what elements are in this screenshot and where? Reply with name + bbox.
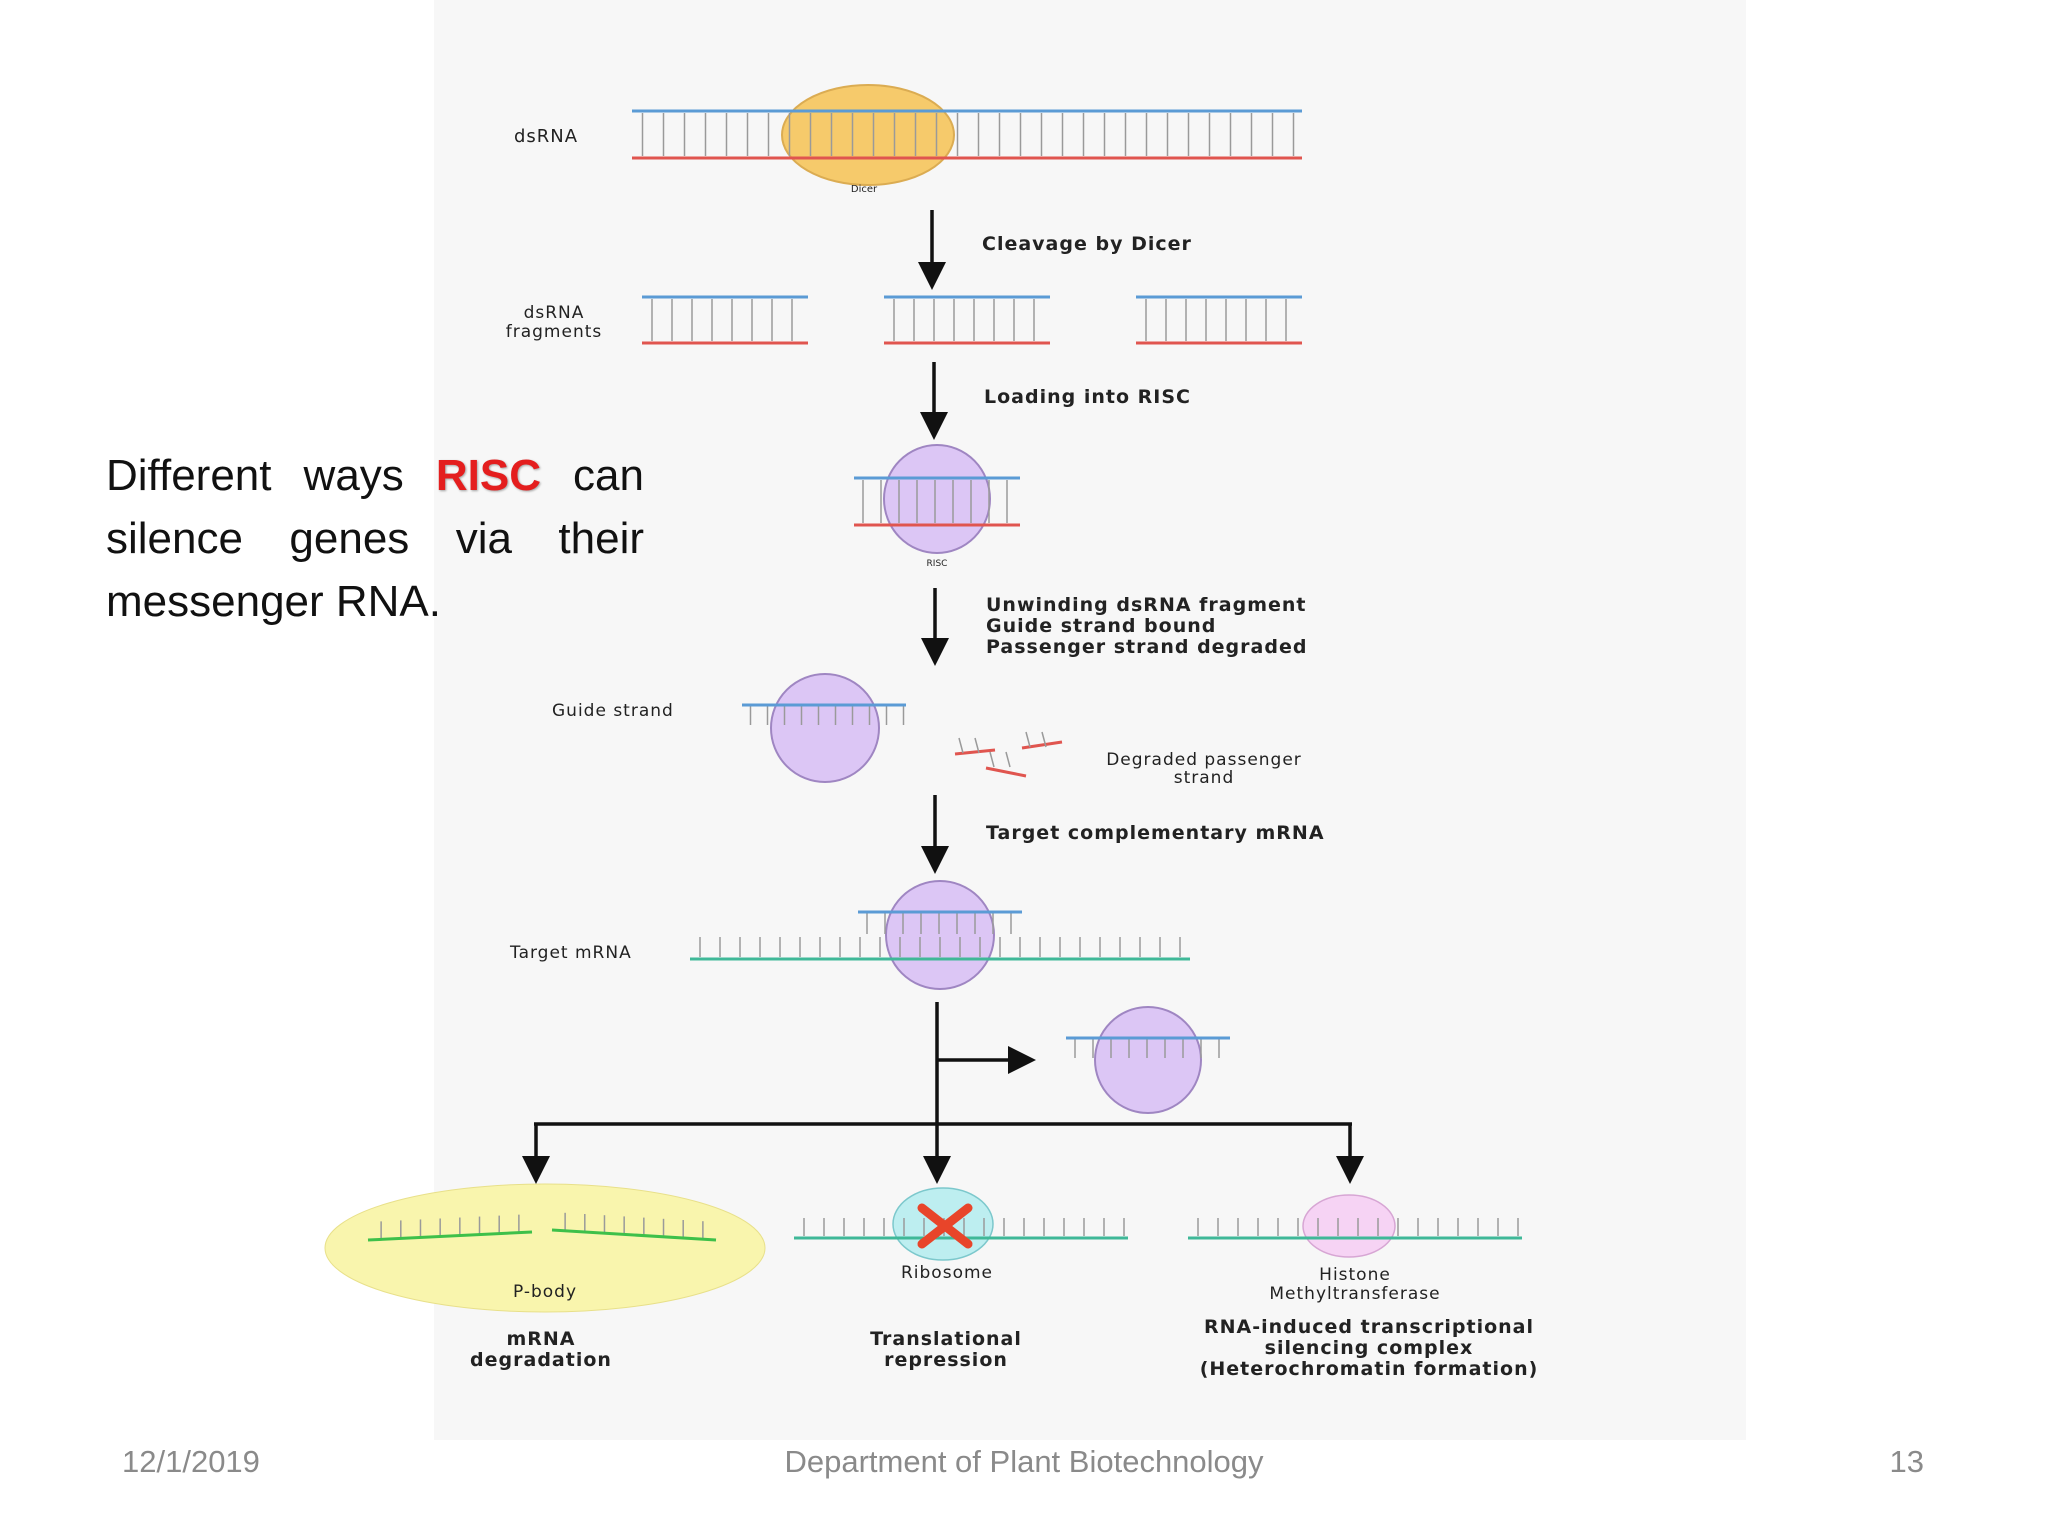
ribosome-label: Ribosome <box>901 1263 993 1283</box>
step-cleavage: Cleavage by Dicer <box>982 233 1192 255</box>
dicer-label: Dicer <box>851 184 878 195</box>
base-pair-tick <box>958 737 964 754</box>
dicer-enzyme <box>781 84 955 186</box>
degraded-label-2: strand <box>1174 768 1235 788</box>
outcome-rits-2: silencing complex <box>1265 1337 1474 1359</box>
long-dsrna <box>632 109 1302 160</box>
risc-complex-target <box>885 880 995 990</box>
step-unwinding-3: Passenger strand degraded <box>986 636 1307 658</box>
base-pair-tick <box>1025 731 1031 748</box>
outcome-translational-1: Translational <box>870 1328 1022 1350</box>
mrna-piece <box>551 1228 717 1242</box>
pbody-label: P-body <box>513 1282 577 1302</box>
caption-before: Different ways <box>106 451 436 500</box>
released-guide-strand <box>1066 1036 1230 1058</box>
degraded-label-1: Degraded passenger <box>1106 750 1302 770</box>
outcome-mrna-degradation-2: degradation <box>470 1349 612 1371</box>
outcome-translational-2: repression <box>884 1349 1008 1371</box>
risc-complex-loaded <box>883 444 991 554</box>
caption-after: can silence genes via their messenger RN… <box>106 451 644 626</box>
fragments-label-1: dsRNA <box>524 303 585 323</box>
histone-methyltransferase <box>1302 1194 1396 1258</box>
step-unwinding-2: Guide strand bound <box>986 615 1216 637</box>
target-mrna-label: Target mRNA <box>509 943 632 963</box>
fragments-label-2: fragments <box>506 322 603 342</box>
step-unwinding-1: Unwinding dsRNA fragment <box>986 594 1307 616</box>
risc-bound-dsrna <box>854 476 1020 527</box>
degraded-mrna <box>367 1212 717 1242</box>
histone-label-2: Methyltransferase <box>1269 1284 1440 1304</box>
passenger-fragment <box>985 766 1027 778</box>
base-pair-tick <box>974 737 980 754</box>
base-pair-tick <box>989 751 995 768</box>
risc-label: RISC <box>927 559 948 569</box>
passenger-fragment <box>954 748 996 756</box>
degraded-passenger-fragments <box>954 731 1063 778</box>
dsrna-fragment-1 <box>642 295 808 345</box>
caption-highlight-risc: RISC <box>435 451 541 500</box>
target-mrna <box>690 937 1190 961</box>
passenger-fragment <box>1021 740 1063 750</box>
histone-label-1: Histone <box>1319 1265 1391 1285</box>
guide-strand-label: Guide strand <box>552 701 674 721</box>
p-body <box>324 1183 766 1313</box>
base-pair-tick <box>1005 751 1011 768</box>
dsrna-label: dsRNA <box>514 126 578 147</box>
base-pair-tick <box>1041 731 1047 748</box>
mrna-piece <box>367 1230 533 1242</box>
outcome-rits-1: RNA-induced transcriptional <box>1204 1316 1534 1338</box>
footer-page-number: 13 <box>1889 1444 1924 1479</box>
dsrna-fragment-2 <box>884 295 1050 345</box>
blocked-x-icon <box>917 1203 973 1249</box>
outcome-mrna-degradation-1: mRNA <box>506 1328 575 1350</box>
guide-strand-on-target <box>858 910 1022 934</box>
chromatin-rna <box>1188 1218 1522 1240</box>
footer-department: Department of Plant Biotechnology <box>784 1444 1264 1479</box>
slide-caption: Different ways RISC can silence genes vi… <box>106 444 644 633</box>
risc-complex-guide <box>770 673 880 783</box>
dsrna-fragment-3 <box>1136 295 1302 345</box>
step-target: Target complementary mRNA <box>986 822 1325 844</box>
footer-date: 12/1/2019 <box>122 1444 260 1479</box>
risc-complex-released <box>1094 1006 1202 1114</box>
outcome-rits-3: (Heterochromatin formation) <box>1200 1358 1539 1380</box>
guide-strand <box>742 703 906 725</box>
step-loading: Loading into RISC <box>984 386 1191 408</box>
